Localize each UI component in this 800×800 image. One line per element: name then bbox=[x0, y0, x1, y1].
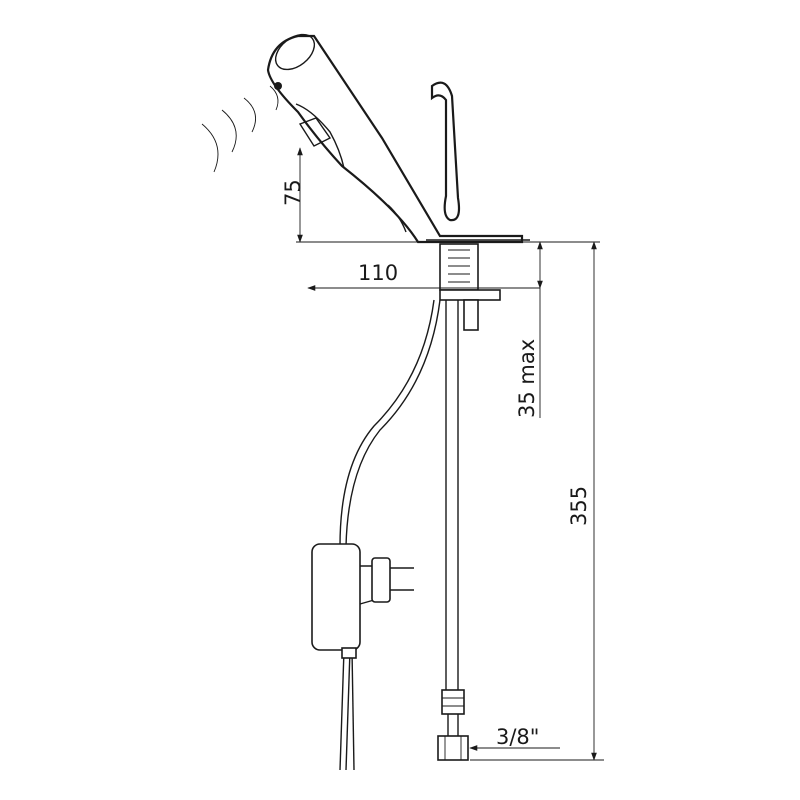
plug-body bbox=[371, 557, 391, 603]
connection-nut bbox=[437, 735, 469, 761]
mounting-shank bbox=[439, 243, 501, 331]
dimension-lines bbox=[296, 147, 604, 761]
dim-label-355: 355 bbox=[567, 486, 591, 526]
dim-label-75: 75 bbox=[281, 179, 305, 206]
sensor-eye bbox=[274, 82, 282, 90]
dim-label-110: 110 bbox=[358, 261, 398, 285]
power-cable bbox=[339, 299, 441, 771]
mounting-plate bbox=[439, 289, 501, 301]
power-adapter bbox=[311, 543, 414, 659]
lever-handle bbox=[430, 81, 461, 222]
dim-label-35-max: 35 max bbox=[515, 339, 539, 418]
dim-label-3-8: 3/8" bbox=[496, 725, 539, 749]
sensor-wave-icon bbox=[201, 85, 279, 173]
fixing-rod bbox=[463, 299, 479, 331]
flexible-hose bbox=[437, 300, 469, 761]
aerator-outlet bbox=[298, 117, 332, 147]
faucet-body bbox=[266, 33, 530, 244]
hose-crimp bbox=[441, 689, 465, 715]
